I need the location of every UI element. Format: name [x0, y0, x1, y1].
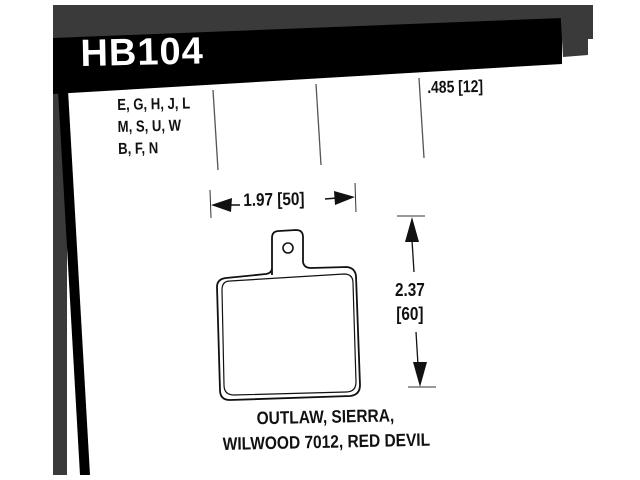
width-dimension	[209, 182, 357, 219]
arrow-down-icon	[413, 362, 427, 387]
divider-line-3	[418, 77, 425, 159]
compound-line-1: E, G, H, J, L	[117, 95, 191, 114]
divider-line-2	[315, 83, 322, 166]
height-label: 2.37 [60]	[395, 278, 425, 326]
compound-line-3: B, F, N	[117, 140, 159, 158]
divider-line-1	[212, 89, 219, 171]
compound-line-2: M, S, U, W	[117, 117, 182, 136]
application-list: OUTLAW, SIERRA, WILWOOD 7012, RED DEVIL	[222, 403, 431, 457]
arrow-right-icon	[334, 191, 355, 205]
thickness-label: .485 [12]	[427, 76, 484, 97]
height-inches: 2.37	[395, 280, 425, 300]
height-dimension	[397, 215, 436, 388]
part-number-title: HB104	[80, 30, 205, 75]
arrow-up-icon	[405, 217, 419, 242]
height-mm: [60]	[396, 304, 424, 324]
compound-list: E, G, H, J, L M, S, U, W B, F, N	[117, 93, 191, 161]
mounting-hole-icon	[282, 242, 294, 254]
arrow-left-icon	[211, 198, 232, 212]
frame-left-black	[58, 90, 90, 475]
application-line-2: WILWOOD 7012, RED DEVIL	[222, 429, 431, 454]
frame-right-gray	[560, 5, 588, 57]
header-band	[53, 18, 562, 94]
width-label: 1.97 [50]	[243, 188, 305, 210]
brake-pad-outline	[216, 229, 361, 401]
